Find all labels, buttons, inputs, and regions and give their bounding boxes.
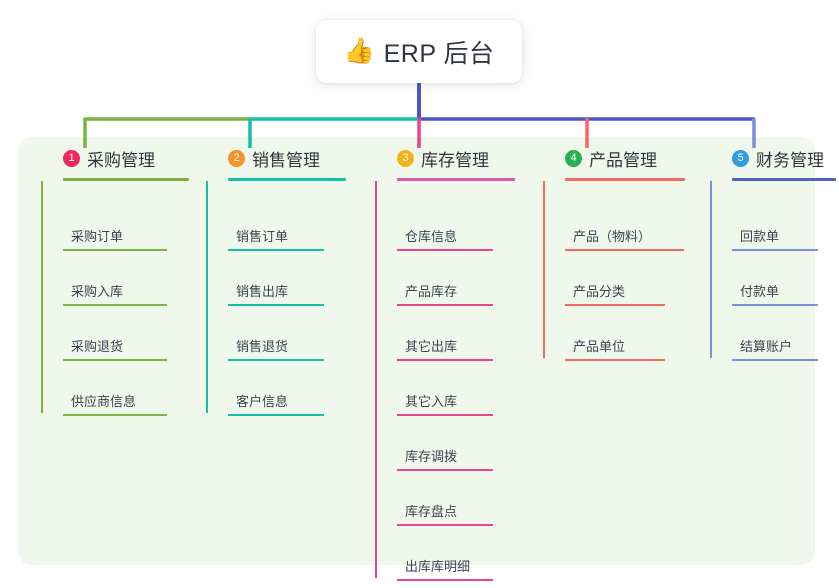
leaf-item-underline bbox=[397, 249, 493, 251]
diagram-panel bbox=[18, 137, 815, 565]
leaf-item-label: 库存调拨 bbox=[405, 449, 458, 464]
column-badge-2: 2 bbox=[228, 149, 245, 167]
leaf-item-underline bbox=[228, 414, 324, 416]
leaf-item[interactable]: 其它出库 bbox=[375, 336, 493, 361]
leaf-item[interactable]: 产品分类 bbox=[543, 281, 665, 306]
column-title-label: 销售管理 bbox=[252, 150, 320, 170]
leaf-item-label: 结算账户 bbox=[740, 339, 793, 354]
leaf-item-underline bbox=[732, 304, 818, 306]
leaf-item-underline bbox=[397, 359, 493, 361]
leaf-item-label: 采购退货 bbox=[71, 339, 124, 354]
leaf-item-label: 销售出库 bbox=[236, 284, 289, 299]
leaf-item[interactable]: 产品库存 bbox=[375, 281, 493, 306]
leaf-item-label: 仓库信息 bbox=[405, 229, 458, 244]
leaf-item[interactable]: 客户信息 bbox=[206, 391, 324, 416]
leaf-item-underline bbox=[732, 359, 818, 361]
column-underline-2 bbox=[228, 178, 346, 181]
leaf-item-underline bbox=[228, 304, 324, 306]
column-header-2[interactable]: 2 销售管理 bbox=[206, 145, 346, 171]
column-header-1[interactable]: 1 采购管理 bbox=[41, 145, 189, 171]
leaf-item[interactable]: 销售订单 bbox=[206, 226, 324, 251]
leaf-item[interactable]: 仓库信息 bbox=[375, 226, 493, 251]
leaf-spine-5 bbox=[710, 181, 712, 358]
leaf-item[interactable]: 采购退货 bbox=[41, 336, 167, 361]
root-title-text: ERP 后台 bbox=[383, 39, 495, 68]
root-title-card[interactable]: 👍 ERP 后台 bbox=[316, 20, 522, 83]
leaf-item-underline bbox=[565, 249, 684, 251]
leaf-item-underline bbox=[63, 304, 167, 306]
column-产品管理: 4 产品管理产品（物料） 产品分类产品单位 bbox=[543, 145, 685, 361]
leaf-item-underline bbox=[228, 249, 324, 251]
leaf-item[interactable]: 回款单 bbox=[710, 226, 818, 251]
thumbs-up-icon: 👍 bbox=[343, 37, 375, 65]
leaf-item[interactable]: 采购入库 bbox=[41, 281, 167, 306]
column-badge-3: 3 bbox=[397, 149, 414, 167]
leaf-item-underline bbox=[63, 249, 167, 251]
leaf-spine-3 bbox=[375, 181, 377, 578]
leaf-item[interactable]: 库存盘点 bbox=[375, 501, 493, 526]
leaf-item-label: 出库库明细 bbox=[405, 559, 471, 574]
column-财务管理: 5 财务管理回款单付款单结算账户 bbox=[710, 145, 836, 361]
column-title-label: 产品管理 bbox=[589, 150, 657, 170]
leaf-item[interactable]: 付款单 bbox=[710, 281, 818, 306]
leaf-item-underline bbox=[565, 359, 665, 361]
leaf-item-label: 采购入库 bbox=[71, 284, 124, 299]
leaf-item-label: 产品（物料） bbox=[573, 229, 652, 244]
leaf-item[interactable]: 销售出库 bbox=[206, 281, 324, 306]
leaf-spine-1 bbox=[41, 181, 43, 413]
column-header-4[interactable]: 4 产品管理 bbox=[543, 145, 685, 171]
leaf-item[interactable]: 产品（物料） bbox=[543, 226, 684, 251]
column-underline-1 bbox=[63, 178, 189, 181]
leaf-item[interactable]: 其它入库 bbox=[375, 391, 493, 416]
leaf-item[interactable]: 销售退货 bbox=[206, 336, 324, 361]
column-badge-1: 1 bbox=[63, 149, 80, 167]
column-underline-3 bbox=[397, 178, 515, 181]
leaf-item-label: 库存盘点 bbox=[405, 504, 458, 519]
leaf-spine-2 bbox=[206, 181, 208, 413]
column-采购管理: 1 采购管理采购订单采购入库采购退货供应商信息 bbox=[41, 145, 189, 416]
column-badge-5: 5 bbox=[732, 149, 749, 167]
leaf-item-label: 产品分类 bbox=[573, 284, 626, 299]
leaf-item-underline bbox=[732, 249, 818, 251]
leaf-item-underline bbox=[397, 414, 493, 416]
leaf-item-label: 回款单 bbox=[740, 229, 780, 244]
column-库存管理: 3 库存管理仓库信息产品库存其它出库其它入库库存调拨库存盘点出库库明细 bbox=[375, 145, 515, 581]
leaf-item-label: 其它出库 bbox=[405, 339, 458, 354]
leaf-item[interactable]: 供应商信息 bbox=[41, 391, 167, 416]
leaf-item-label: 付款单 bbox=[740, 284, 780, 299]
leaf-item-label: 产品单位 bbox=[573, 339, 626, 354]
leaf-item-underline bbox=[397, 304, 493, 306]
leaf-item-label: 销售退货 bbox=[236, 339, 289, 354]
column-header-5[interactable]: 5 财务管理 bbox=[710, 145, 836, 171]
column-title-label: 财务管理 bbox=[756, 150, 824, 170]
leaf-item[interactable]: 采购订单 bbox=[41, 226, 167, 251]
leaf-item[interactable]: 产品单位 bbox=[543, 336, 665, 361]
column-badge-4: 4 bbox=[565, 149, 582, 167]
column-title-label: 库存管理 bbox=[421, 150, 489, 170]
column-underline-4 bbox=[565, 178, 685, 181]
leaf-item-label: 销售订单 bbox=[236, 229, 289, 244]
leaf-item[interactable]: 出库库明细 bbox=[375, 556, 493, 581]
leaf-item-underline bbox=[63, 414, 167, 416]
leaf-item-underline bbox=[397, 524, 493, 526]
column-header-3[interactable]: 3 库存管理 bbox=[375, 145, 515, 171]
column-underline-5 bbox=[732, 178, 836, 181]
leaf-item-label: 供应商信息 bbox=[71, 394, 137, 409]
leaf-item-underline bbox=[63, 359, 167, 361]
leaf-item-label: 客户信息 bbox=[236, 394, 289, 409]
leaf-item-label: 采购订单 bbox=[71, 229, 124, 244]
column-销售管理: 2 销售管理销售订单销售出库销售退货客户信息 bbox=[206, 145, 346, 416]
leaf-item[interactable]: 结算账户 bbox=[710, 336, 818, 361]
leaf-item[interactable]: 库存调拨 bbox=[375, 446, 493, 471]
leaf-item-underline bbox=[397, 469, 493, 471]
leaf-item-underline bbox=[565, 304, 665, 306]
leaf-item-label: 其它入库 bbox=[405, 394, 458, 409]
leaf-item-underline bbox=[397, 579, 493, 581]
leaf-spine-4 bbox=[543, 181, 545, 358]
leaf-item-underline bbox=[228, 359, 324, 361]
leaf-item-label: 产品库存 bbox=[405, 284, 458, 299]
column-title-label: 采购管理 bbox=[87, 150, 155, 170]
